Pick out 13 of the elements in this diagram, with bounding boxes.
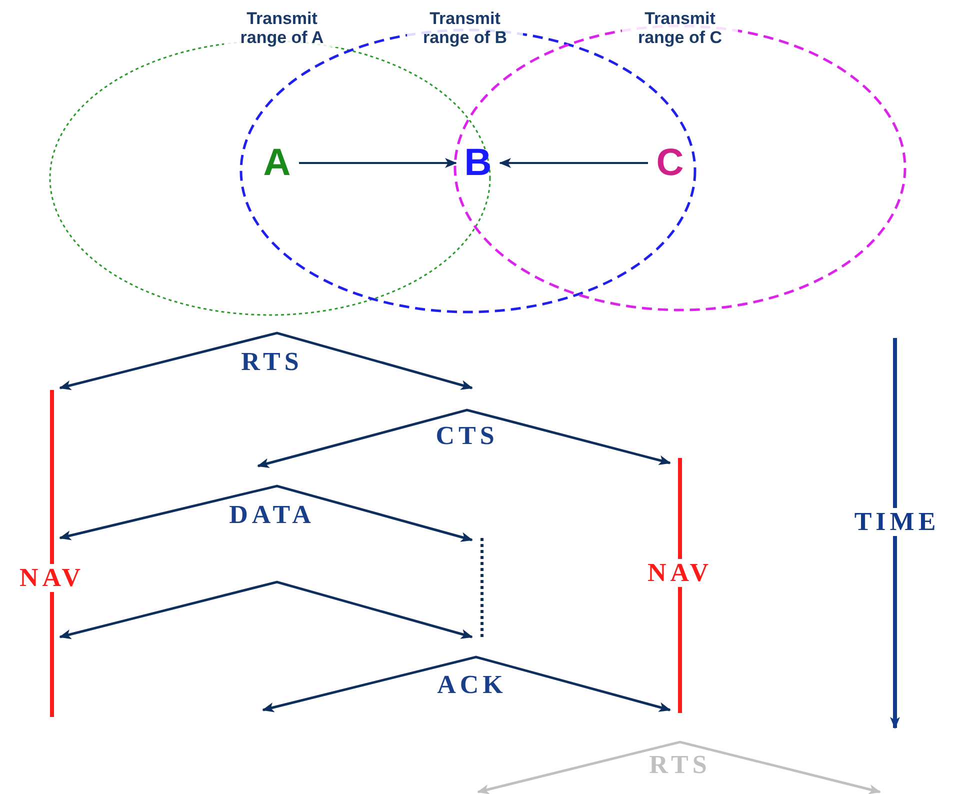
message-label: RTS	[240, 348, 304, 376]
message-label: CTS	[434, 422, 500, 450]
message-label: RTS	[648, 751, 712, 779]
range-heading: Transmit range of C	[622, 9, 738, 47]
station-letter: C	[648, 141, 692, 185]
range-heading: Transmit range of A	[224, 9, 340, 47]
message-label: ACK	[436, 671, 508, 699]
message-label: DATA	[228, 501, 316, 529]
arrow	[299, 158, 457, 168]
arrow	[499, 158, 648, 168]
station-letter: A	[255, 141, 299, 185]
station-letter: B	[456, 141, 500, 185]
range-heading: Transmit range of B	[407, 9, 523, 47]
